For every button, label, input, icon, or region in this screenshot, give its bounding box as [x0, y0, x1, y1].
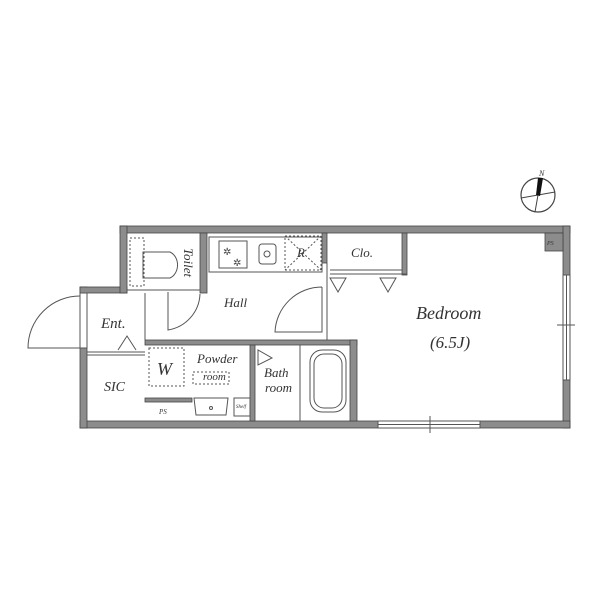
toilet-door[interactable] [167, 292, 201, 331]
washer-label: W [157, 359, 174, 379]
closet-door-mark [329, 277, 347, 294]
room-label-bath-room: room [265, 380, 292, 395]
bathtub [299, 345, 347, 421]
walls [79, 225, 571, 429]
room-label-bath: Bath [264, 365, 289, 380]
entry-step-mark [117, 335, 137, 351]
fridge-space [284, 235, 322, 271]
stove-burner-icon: ✲ [233, 258, 241, 269]
room-label-bedroom: Bedroom [416, 303, 481, 323]
ps-label-top: PS [546, 241, 554, 247]
compass-north-label: N [538, 169, 545, 178]
toilet-fixture [129, 237, 178, 287]
bath-door[interactable] [274, 286, 323, 333]
room-label-entrance: Ent. [100, 316, 126, 332]
entrance-door[interactable] [27, 292, 88, 349]
ps-label-bottom: PS [158, 408, 167, 416]
room-label-hall: Hall [223, 295, 248, 310]
room-label-closet: Clo. [351, 245, 373, 260]
fridge-label: R [296, 245, 305, 260]
room-label-powder: Powder [196, 351, 238, 366]
room-label-toilet: Toilet [181, 248, 196, 278]
stove-burner-icon: ✲ [223, 247, 231, 258]
closet-door-mark [379, 277, 397, 294]
washbasin [193, 397, 229, 416]
bedroom-size-label: (6.5J) [430, 333, 470, 352]
kitchen-counter: ✲ ✲ [208, 236, 323, 273]
washer-space [148, 347, 185, 387]
room-label-sic: SIC [104, 380, 126, 395]
room-label-powder-room: room [203, 371, 226, 383]
shelf-label: Shelf [236, 405, 247, 410]
bath-door-mark [257, 349, 274, 366]
compass-icon [520, 177, 556, 213]
